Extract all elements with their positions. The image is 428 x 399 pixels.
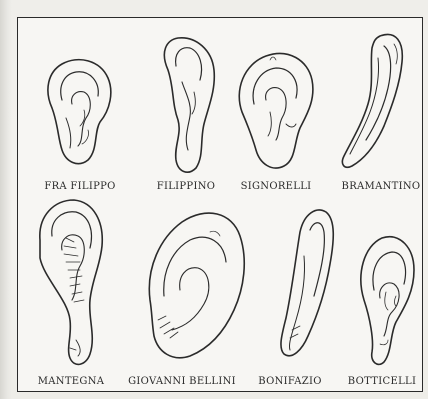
ear-label-signorelli: SIGNORELLI	[241, 181, 312, 192]
ear-drawing-giovanni-bellini	[149, 213, 244, 358]
ear-label-fra-filippo: FRA FILIPPO	[44, 181, 115, 192]
ear-label-filippino: FILIPPINO	[157, 181, 216, 192]
ear-drawing-mantegna	[40, 200, 102, 364]
ear-label-bramantino: BRAMANTINO	[342, 181, 421, 192]
ear-label-mantegna: MANTEGNA	[38, 376, 105, 387]
ear-label-botticelli: BOTTICELLI	[348, 376, 416, 387]
ear-drawing-signorelli	[239, 53, 313, 168]
ear-drawing-bramantino	[342, 34, 402, 167]
ear-drawing-fra-filippo	[48, 60, 111, 164]
ear-label-giovanni-bellini: GIOVANNI BELLINI	[128, 376, 236, 387]
ear-drawing-bonifazio	[281, 210, 333, 356]
ear-drawing-botticelli	[361, 237, 414, 365]
ear-label-bonifazio: BONIFAZIO	[258, 376, 322, 387]
ear-drawing-filippino	[164, 38, 214, 172]
